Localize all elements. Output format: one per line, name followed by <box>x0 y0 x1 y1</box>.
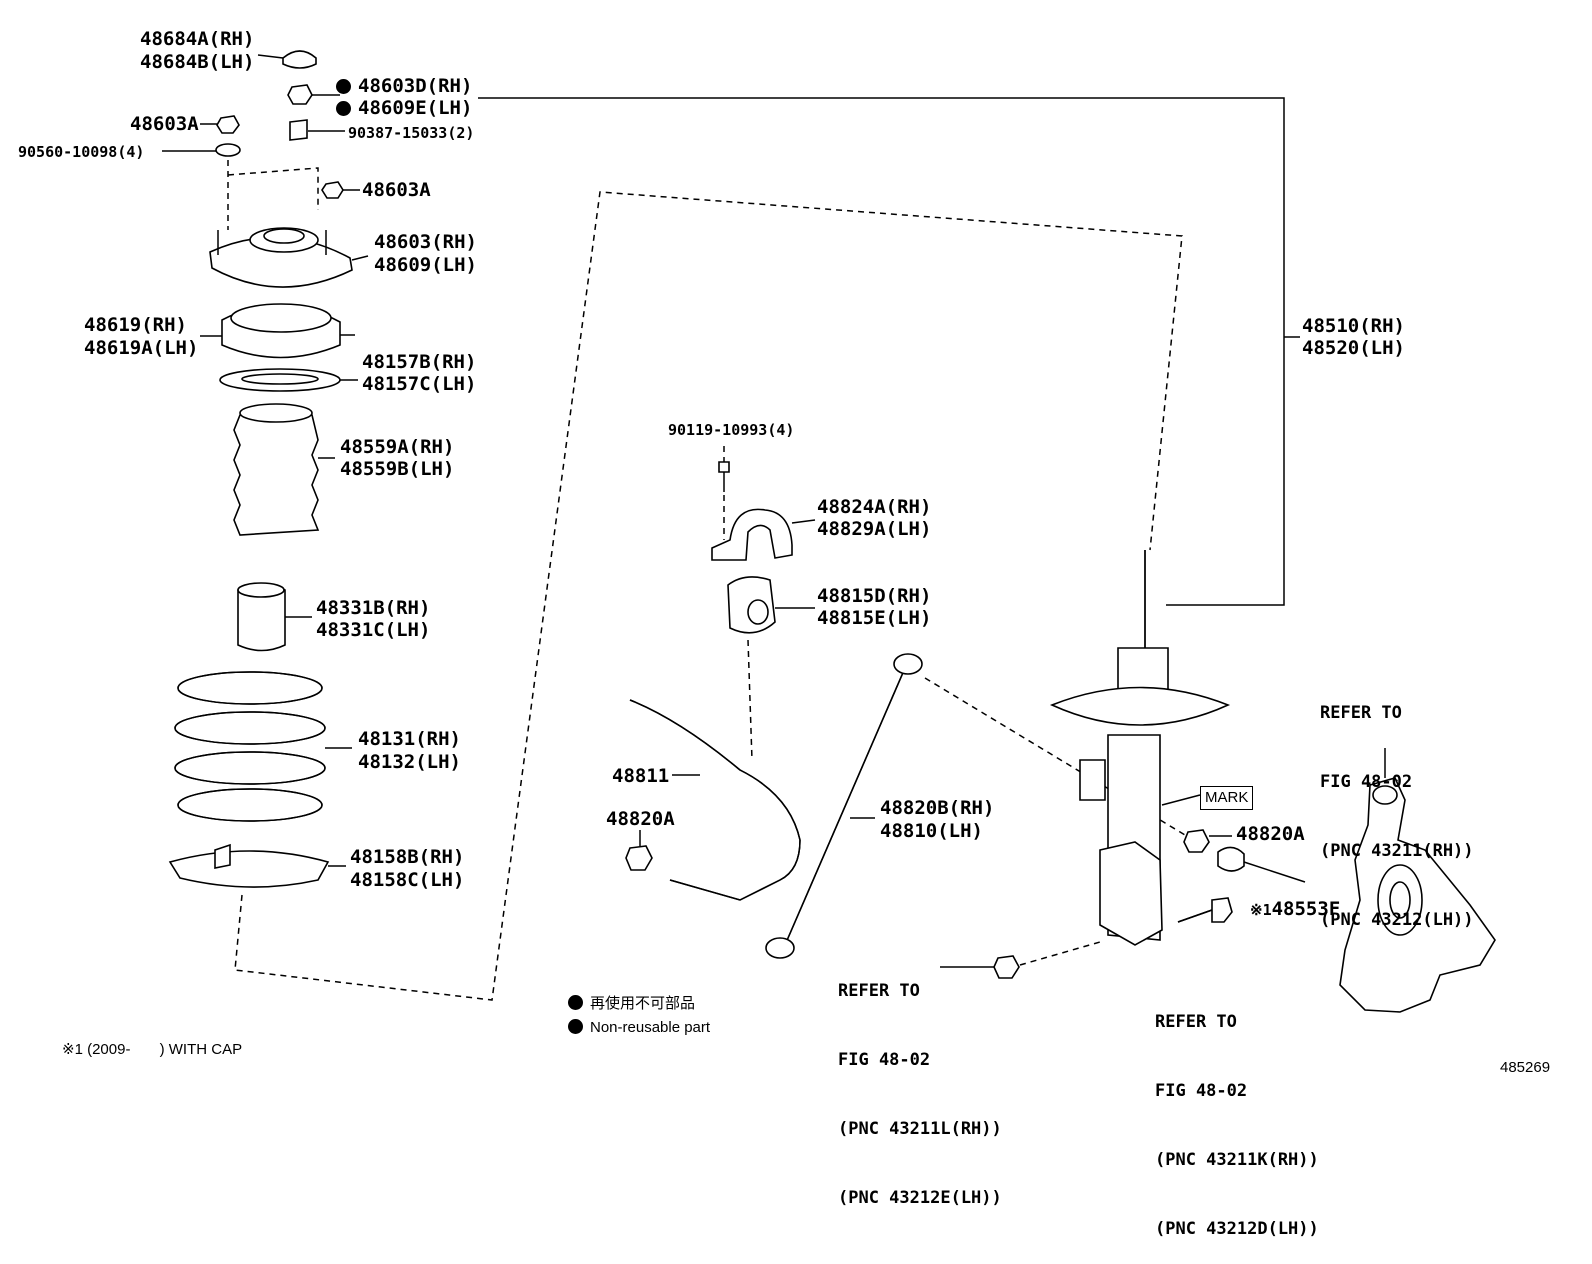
non-reusable-bullet-icon <box>568 995 583 1010</box>
lower-nut-drawing <box>940 941 1101 979</box>
label-48815d: 48815D(RH) <box>817 585 932 607</box>
non-reusable-bullet-icon <box>336 79 351 94</box>
boot-drawing <box>233 403 335 536</box>
non-reusable-bullet-icon <box>336 101 351 116</box>
stabilizer-bar-drawing <box>629 699 801 901</box>
bump-stopper-drawing <box>237 582 312 652</box>
label-48810: 48810(LH) <box>880 820 983 842</box>
label-48820b: 48820B(RH) <box>880 797 995 819</box>
coil-spring-drawing <box>174 671 352 822</box>
legend-jp: 再使用不可部品 <box>568 994 695 1014</box>
label-48131: 48131(RH) <box>358 728 461 750</box>
label-48158b: 48158B(RH) <box>350 846 465 868</box>
ref-knuckle: REFER TO FIG 48-02 (PNC 43211(RH)) (PNC … <box>1320 703 1474 930</box>
nut-48603d-drawing <box>287 84 340 105</box>
bolt-90119-drawing <box>718 446 730 540</box>
bracket-48824-drawing <box>711 508 816 561</box>
nut-48603a-top-drawing <box>200 115 240 134</box>
label-48157c: 48157C(LH) <box>362 373 477 395</box>
label-48158c: 48158C(LH) <box>350 869 465 891</box>
diagram-id: 485269 <box>1500 1059 1551 1076</box>
label-48609: 48609(LH) <box>374 254 477 276</box>
mark-label: MARK <box>1200 786 1254 810</box>
label-90560: 90560-10098(4) <box>18 143 145 161</box>
non-reusable-bullet-icon <box>568 1019 583 1034</box>
label-48684b: 48684B(LH) <box>140 51 255 73</box>
label-48820a-left: 48820A <box>606 808 675 830</box>
label-48815e: 48815E(LH) <box>817 607 932 629</box>
parts-diagram <box>162 50 1496 1013</box>
label-48820a-right: 48820A <box>1236 823 1305 845</box>
label-90119: 90119-10993(4) <box>668 421 795 439</box>
label-48824a: 48824A(RH) <box>817 496 932 518</box>
footnote: ※1 (2009- ) WITH CAP <box>62 1041 243 1058</box>
bushing-48815-drawing <box>727 576 815 761</box>
label-48553f: ※148553F <box>1250 898 1341 920</box>
ref-lower-left: REFER TO FIG 48-02 (PNC 43211L(RH)) (PNC… <box>838 981 1002 1208</box>
label-48603d: 48603D(RH) <box>336 75 472 98</box>
washer-90560-drawing <box>162 143 241 157</box>
label-48609e: 48609E(LH) <box>336 97 472 120</box>
lower-bolt-drawing <box>1177 897 1233 923</box>
label-48157b: 48157B(RH) <box>362 351 477 373</box>
cap-48684-drawing <box>257 50 317 69</box>
steering-knuckle-drawing <box>1339 748 1496 1013</box>
label-48619: 48619(RH) <box>84 314 187 336</box>
legend-en: Non-reusable part <box>568 1018 710 1038</box>
collar-90387-drawing <box>289 119 345 141</box>
label-48559a: 48559A(RH) <box>340 436 455 458</box>
nut-48603a-mid-drawing <box>321 181 360 199</box>
label-48520: 48520(LH) <box>1302 337 1405 359</box>
label-48603a-top: 48603A <box>130 113 199 135</box>
strut-drawing <box>1049 550 1231 946</box>
label-48132: 48132(LH) <box>358 751 461 773</box>
label-48559b: 48559B(LH) <box>340 458 455 480</box>
label-90387: 90387-15033(2) <box>348 124 475 142</box>
label-48619a: 48619A(LH) <box>84 337 199 359</box>
label-48331b: 48331B(RH) <box>316 597 431 619</box>
lower-insulator-drawing <box>168 843 346 888</box>
label-48811: 48811 <box>612 765 670 787</box>
cap-48553f-drawing <box>1217 846 1306 883</box>
label-48510: 48510(RH) <box>1302 315 1405 337</box>
upper-mount-drawing <box>209 227 369 288</box>
nut-48820a-left-drawing <box>625 830 653 871</box>
label-48331c: 48331C(LH) <box>316 619 431 641</box>
bearing-drawing <box>200 303 355 359</box>
label-48684a: 48684A(RH) <box>140 28 255 50</box>
label-48603: 48603(RH) <box>374 231 477 253</box>
nut-48820a-right-drawing <box>1183 829 1232 853</box>
label-48829a: 48829A(LH) <box>817 518 932 540</box>
insulator-drawing <box>219 368 358 392</box>
label-48603a-mid: 48603A <box>362 179 431 201</box>
ref-lower-right: REFER TO FIG 48-02 (PNC 43211K(RH)) (PNC… <box>1155 1012 1319 1239</box>
